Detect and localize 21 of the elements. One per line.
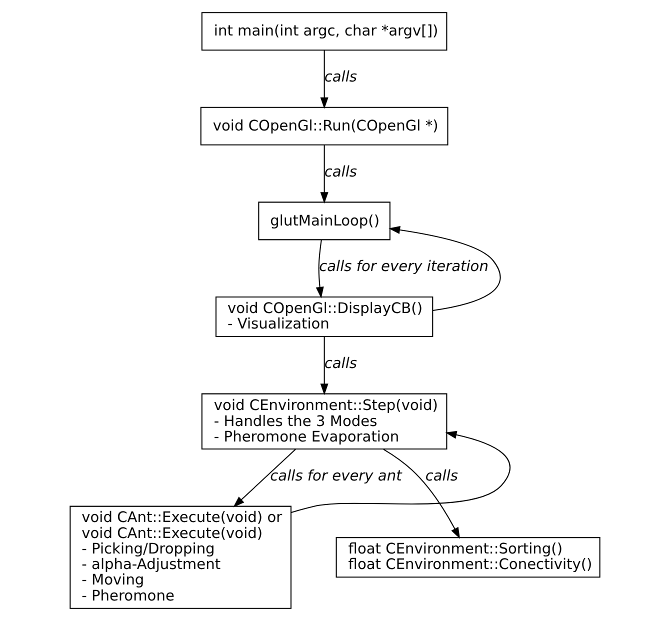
edge-label: calls [324, 68, 357, 86]
node-box: void CEnvironment::Step(void) - Handles the 3 Modes - Pheromone Evaporation [201, 393, 448, 450]
edge-label: calls for every iteration [319, 258, 488, 276]
arrow [383, 448, 460, 539]
arrow [320, 50, 328, 109]
node-box: glutMainLoop() [258, 202, 390, 240]
edge-label: calls [324, 163, 357, 180]
arrow [291, 430, 510, 513]
arrow [388, 226, 501, 311]
node-box: void COpenGl::Run(COpenGl *) [200, 106, 448, 146]
edge-label: calls [425, 467, 458, 484]
node-box: void COpenGl::DisplayCB() - Visualization [215, 296, 434, 338]
arrow [316, 240, 324, 298]
arrow [320, 145, 328, 204]
node-box: float CEnvironment::Sorting() float CEnvironment::Conectivity() [336, 537, 600, 578]
edge-label: calls for every ant [270, 467, 402, 484]
arrow [233, 448, 296, 508]
node-box: void CAnt::Execute(void) or void CAnt::Execute(void) - Picking/Dropping - alpha-Adjustment - Moving - Pheromone [70, 506, 292, 609]
edge-label: calls [324, 355, 357, 372]
node-box: int main(int argc, char *argv[]) [201, 12, 448, 51]
arrow [320, 336, 328, 396]
